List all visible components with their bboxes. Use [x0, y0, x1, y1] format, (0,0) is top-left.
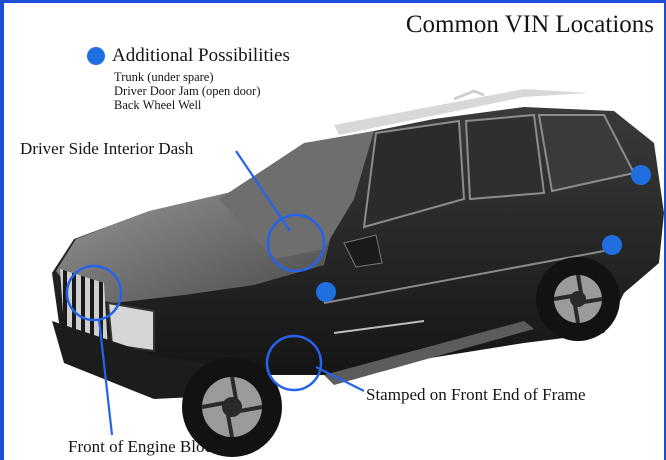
- engine-leader-line: [97, 318, 114, 436]
- side-mirror: [343, 234, 383, 268]
- door-jam-dot: [316, 282, 336, 302]
- dash-callout-label: Driver Side Interior Dash: [20, 139, 194, 158]
- rear-wheel: [536, 257, 620, 341]
- leader-lines: [97, 150, 365, 436]
- location-circles: [65, 213, 326, 392]
- engine-callout-label: Front of Engine Block: [68, 437, 221, 456]
- roof-rail-support: [453, 89, 485, 101]
- body-crease: [323, 250, 605, 304]
- windshield: [219, 131, 374, 259]
- vehicle-illustration: [52, 47, 664, 457]
- trunk-dot: [631, 165, 651, 185]
- legend-title: Additional Possibilities: [112, 45, 290, 66]
- body-badge: [333, 320, 425, 334]
- wheel-well-dot: [602, 235, 622, 255]
- frame-callout-label: Stamped on Front End of Frame: [366, 385, 586, 404]
- dash-leader-line: [235, 150, 291, 232]
- front-bumper: [52, 321, 234, 399]
- roof-rail: [334, 89, 589, 135]
- rear-side-window: [464, 113, 546, 201]
- headlight: [106, 301, 155, 353]
- vehicle-body: [52, 89, 664, 403]
- legend-item: Back Wheel Well: [114, 98, 202, 112]
- legend-marker-dot: [87, 47, 105, 65]
- location-dots: [87, 47, 651, 302]
- running-board: [324, 321, 534, 385]
- legend-item: Driver Door Jam (open door): [114, 84, 261, 98]
- frame-location-circle: [265, 334, 323, 392]
- engine-location-circle: [65, 264, 123, 322]
- front-side-window: [362, 119, 466, 229]
- front-wheel: [182, 357, 282, 457]
- frame-leader-line: [315, 366, 365, 392]
- dash-location-circle: [266, 213, 326, 273]
- diagram-title: Common VIN Locations: [405, 11, 654, 38]
- legend-item: Trunk (under spare): [114, 70, 214, 84]
